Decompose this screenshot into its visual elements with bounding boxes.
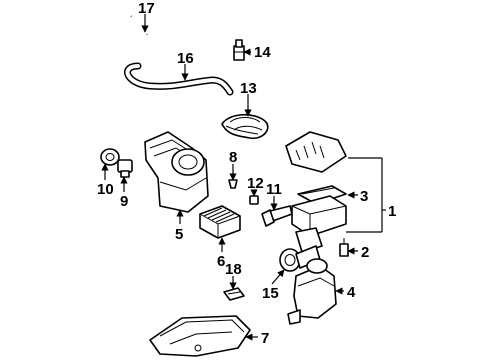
callout-16: 16 <box>177 50 194 67</box>
callout-15: 15 <box>262 285 279 302</box>
part-5-air-cleaner-housing <box>144 131 209 213</box>
callout-2: 2 <box>361 244 369 261</box>
callout-8: 8 <box>229 149 237 166</box>
part-7-shield <box>149 315 251 357</box>
callout-17: 17 <box>138 0 155 17</box>
part-11-hose <box>261 205 293 227</box>
leader-lines <box>101 14 358 341</box>
part-13-intake-duct <box>221 113 269 140</box>
callout-18: 18 <box>225 261 242 278</box>
callout-3: 3 <box>360 188 368 205</box>
callout-labels: 17 14 16 13 8 10 9 12 11 5 6 3 1 2 15 4 … <box>97 0 396 347</box>
part-16-hose <box>124 62 234 96</box>
callout-1: 1 <box>388 203 396 220</box>
callout-14: 14 <box>254 44 271 61</box>
part-4-resonator <box>287 258 337 325</box>
callout-4: 4 <box>347 284 356 301</box>
bracket-part-1 <box>346 157 386 233</box>
part-14-sensor <box>233 39 245 61</box>
callout-12: 12 <box>247 175 264 192</box>
part-1-air-cleaner-assembly <box>291 195 347 237</box>
callout-11: 11 <box>266 181 282 198</box>
part-17-vent-hose <box>126 6 149 35</box>
part-9-sensor <box>117 159 133 178</box>
part-12-clip <box>249 195 259 205</box>
callout-9: 9 <box>120 193 128 210</box>
callout-5: 5 <box>175 226 183 243</box>
part-3-filter-cover <box>285 131 347 205</box>
part-8-fastener <box>228 179 238 189</box>
callout-6: 6 <box>217 253 225 270</box>
callout-7: 7 <box>261 330 269 347</box>
callout-10: 10 <box>97 181 114 198</box>
part-18-pad <box>223 287 245 301</box>
part-10-grommet <box>100 148 120 166</box>
part-2-sensor <box>339 238 349 257</box>
callout-13: 13 <box>240 80 257 97</box>
part-6-filter <box>199 205 241 239</box>
